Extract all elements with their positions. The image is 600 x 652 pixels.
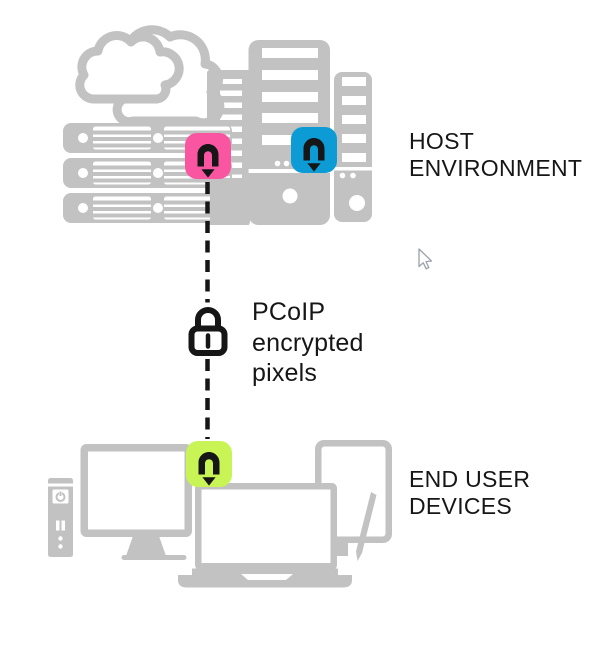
- tower-server-icon-small: [334, 72, 372, 222]
- laptop-icon: [178, 483, 352, 588]
- host-environment-label: HOST ENVIRONMENT: [409, 128, 583, 181]
- rack-cabinet-base: [210, 178, 250, 225]
- end-user-devices-label: END USER DEVICES: [409, 466, 531, 519]
- pcoip-client-icon-green: [186, 441, 232, 487]
- stylus-icon: [356, 492, 377, 561]
- mouse-pointer-cursor: [418, 248, 433, 270]
- tower-server-icon: [248, 40, 330, 225]
- padlock-icon: [188, 307, 228, 356]
- pcoip-encrypted-pixels-label: PCoIP encrypted pixels: [252, 298, 364, 387]
- power-icon: [55, 491, 66, 502]
- desktop-pc-icon: [48, 478, 73, 557]
- pcoip-agent-icon-blue: [291, 127, 337, 173]
- pcoip-agent-icon-pink: [185, 133, 231, 179]
- monitor-icon: [80, 444, 192, 560]
- cloud-icon: [75, 25, 225, 128]
